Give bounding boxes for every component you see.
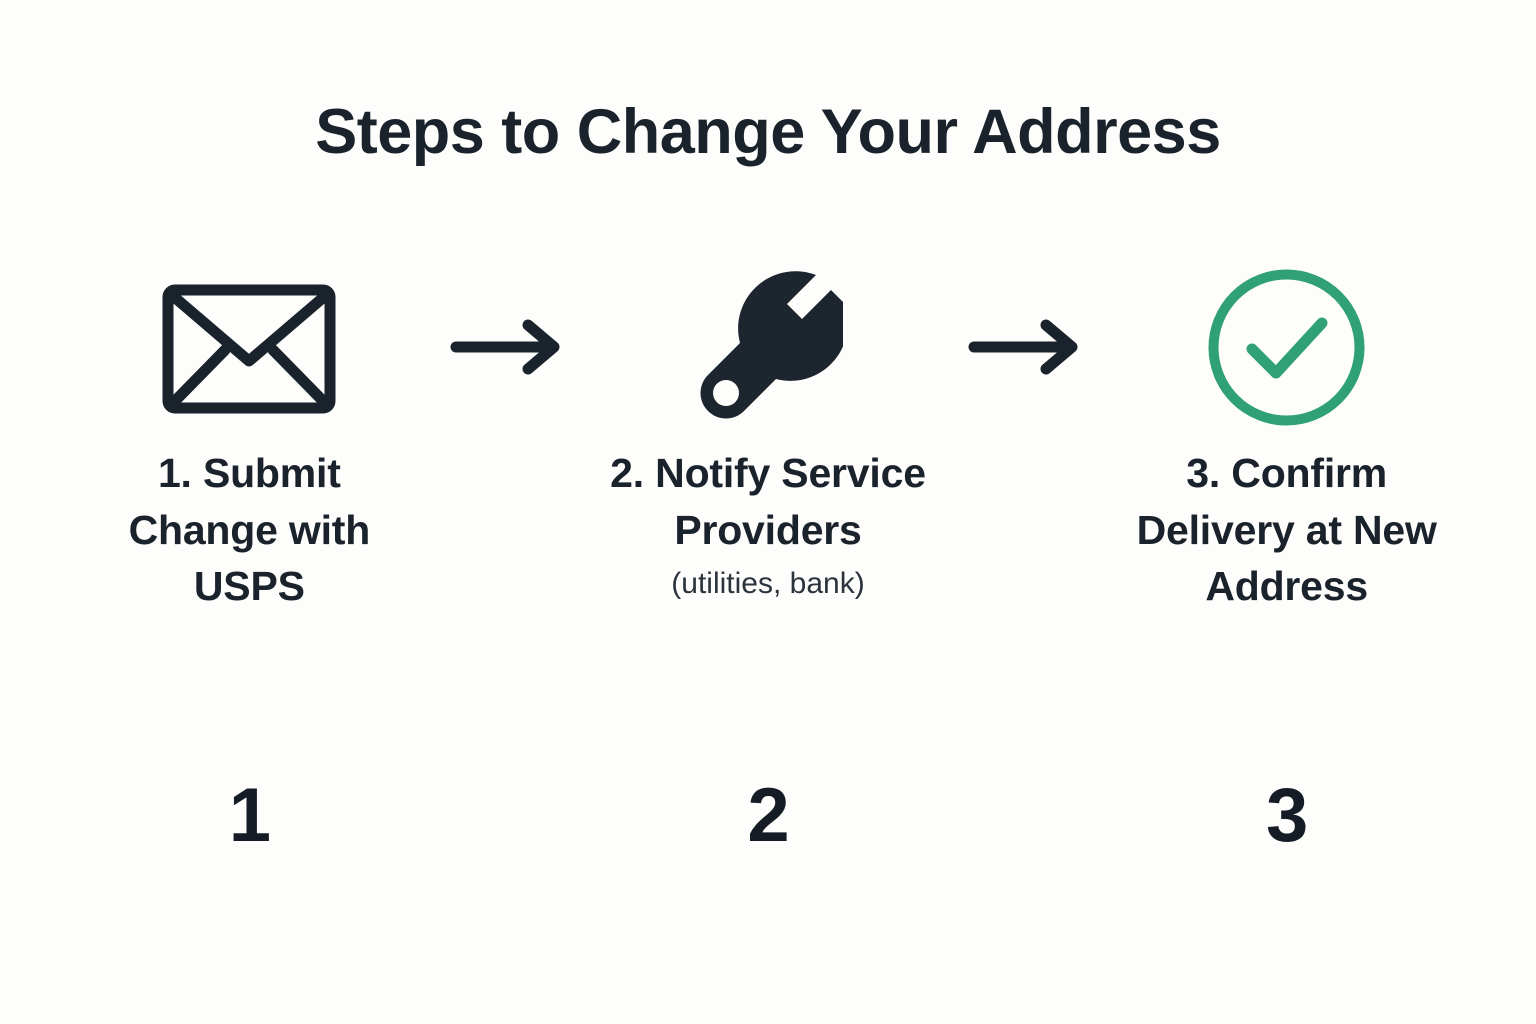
step-1-body: 1. Submit Change with USPS xyxy=(79,437,419,707)
step-1-number: 1 xyxy=(228,773,271,858)
steps-row: 1. Submit Change with USPS xyxy=(60,262,1476,707)
connector-2 xyxy=(957,262,1097,437)
step-2-body: 2. Notify Service Providers (utilities, … xyxy=(598,437,938,707)
arrow-right-icon xyxy=(968,317,1086,382)
step-2: 2. Notify Service Providers (utilities, … xyxy=(579,262,958,707)
step-1: 1. Submit Change with USPS xyxy=(60,262,439,707)
step-1-label: 1. Submit Change with USPS xyxy=(128,450,371,610)
step-2-label: 2. Notify Service Providers xyxy=(610,450,926,553)
step-3-body: 3. Confirm Delivery at New Address xyxy=(1117,437,1457,707)
arrow-right-icon xyxy=(450,317,568,382)
step-numbers-row: 1 2 3 xyxy=(60,778,1476,854)
step-2-icon-box xyxy=(693,262,848,437)
step-1-icon-box xyxy=(159,262,339,437)
step-3-number: 3 xyxy=(1266,773,1308,858)
envelope-icon xyxy=(159,277,339,422)
step-3-label: 3. Confirm Delivery at New Address xyxy=(1136,450,1437,610)
check-circle-icon xyxy=(1204,265,1369,435)
page-title: Steps to Change Your Address xyxy=(315,97,1221,167)
connector-1 xyxy=(439,262,579,437)
step-2-number: 2 xyxy=(747,773,789,858)
wrench-icon xyxy=(693,270,848,430)
step-2-sublabel: (utilities, bank) xyxy=(671,567,865,601)
step-3: 3. Confirm Delivery at New Address xyxy=(1097,262,1476,707)
step-3-icon-box xyxy=(1204,262,1369,437)
